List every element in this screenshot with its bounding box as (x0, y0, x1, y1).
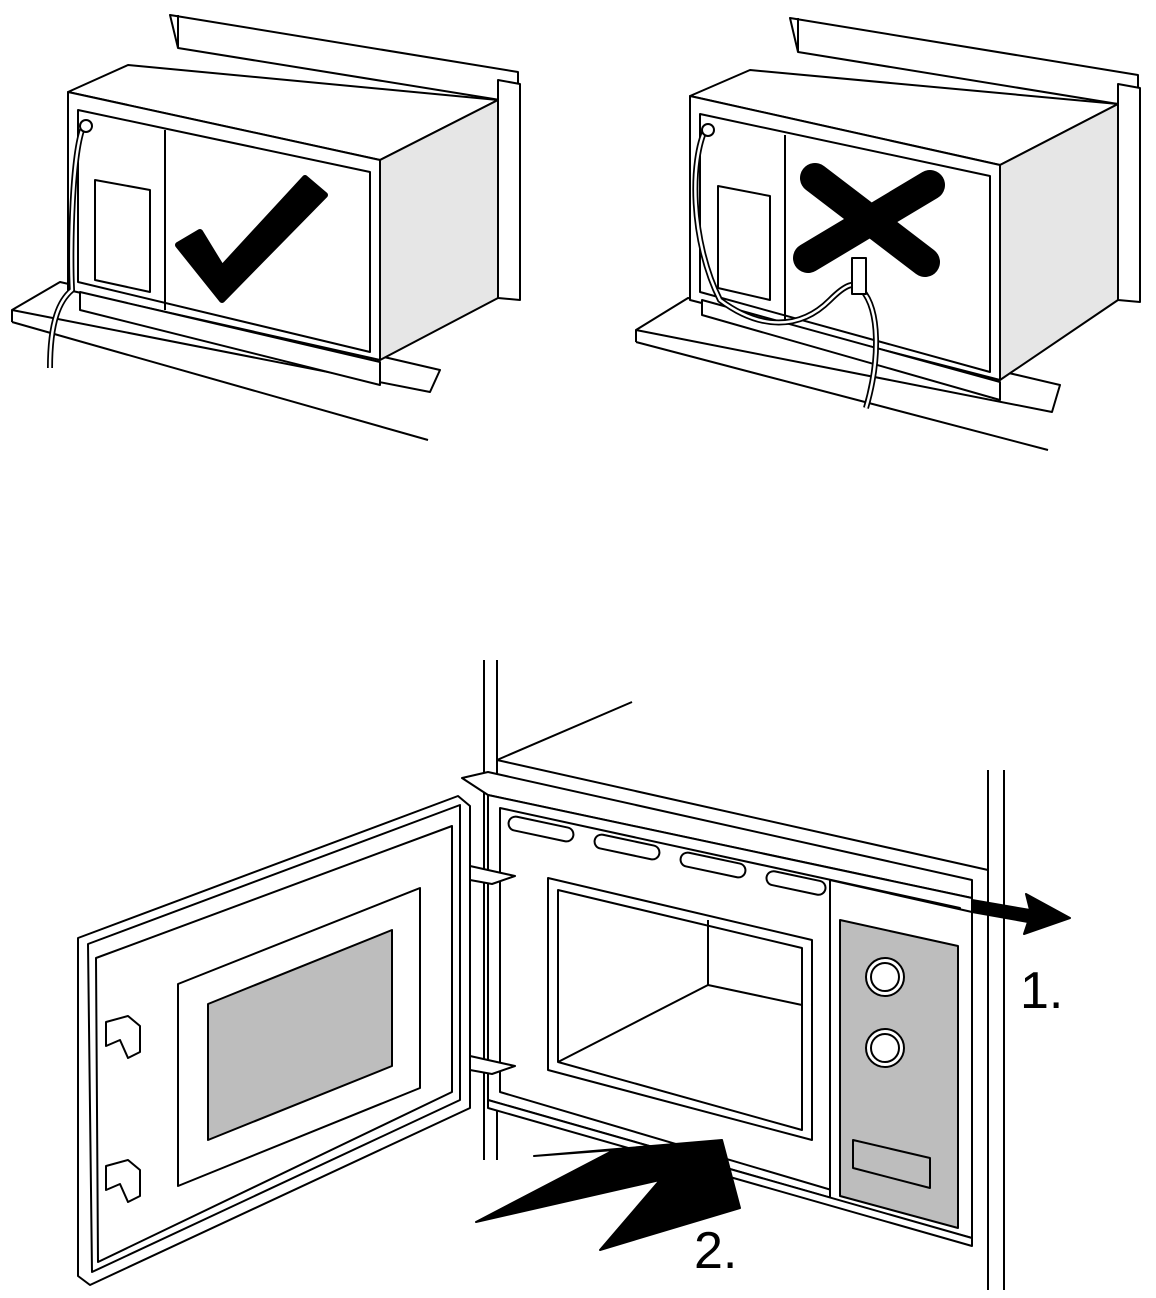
arrow-right-icon (971, 893, 1071, 935)
cross-icon (793, 163, 945, 277)
step-2-label: 2. (694, 1222, 737, 1280)
door-latch-bottom (105, 1159, 141, 1203)
step-1-label: 1. (1020, 962, 1063, 1020)
correct-installation-panel (11, 14, 521, 441)
oven-top-frame (461, 771, 973, 899)
oven-cavity (547, 877, 813, 1141)
vent-plate (94, 179, 151, 293)
arrow-push-icon (475, 1139, 741, 1251)
control-label-plate (852, 1139, 931, 1189)
vent-plate (717, 185, 771, 301)
control-panel (839, 919, 959, 1229)
mounting-panel (77, 660, 1005, 1290)
checkmark-icon (175, 175, 328, 303)
vent-slots (507, 815, 827, 896)
door-latch-top (105, 1015, 141, 1059)
door-window (207, 929, 393, 1141)
oven-back-face (67, 91, 381, 361)
